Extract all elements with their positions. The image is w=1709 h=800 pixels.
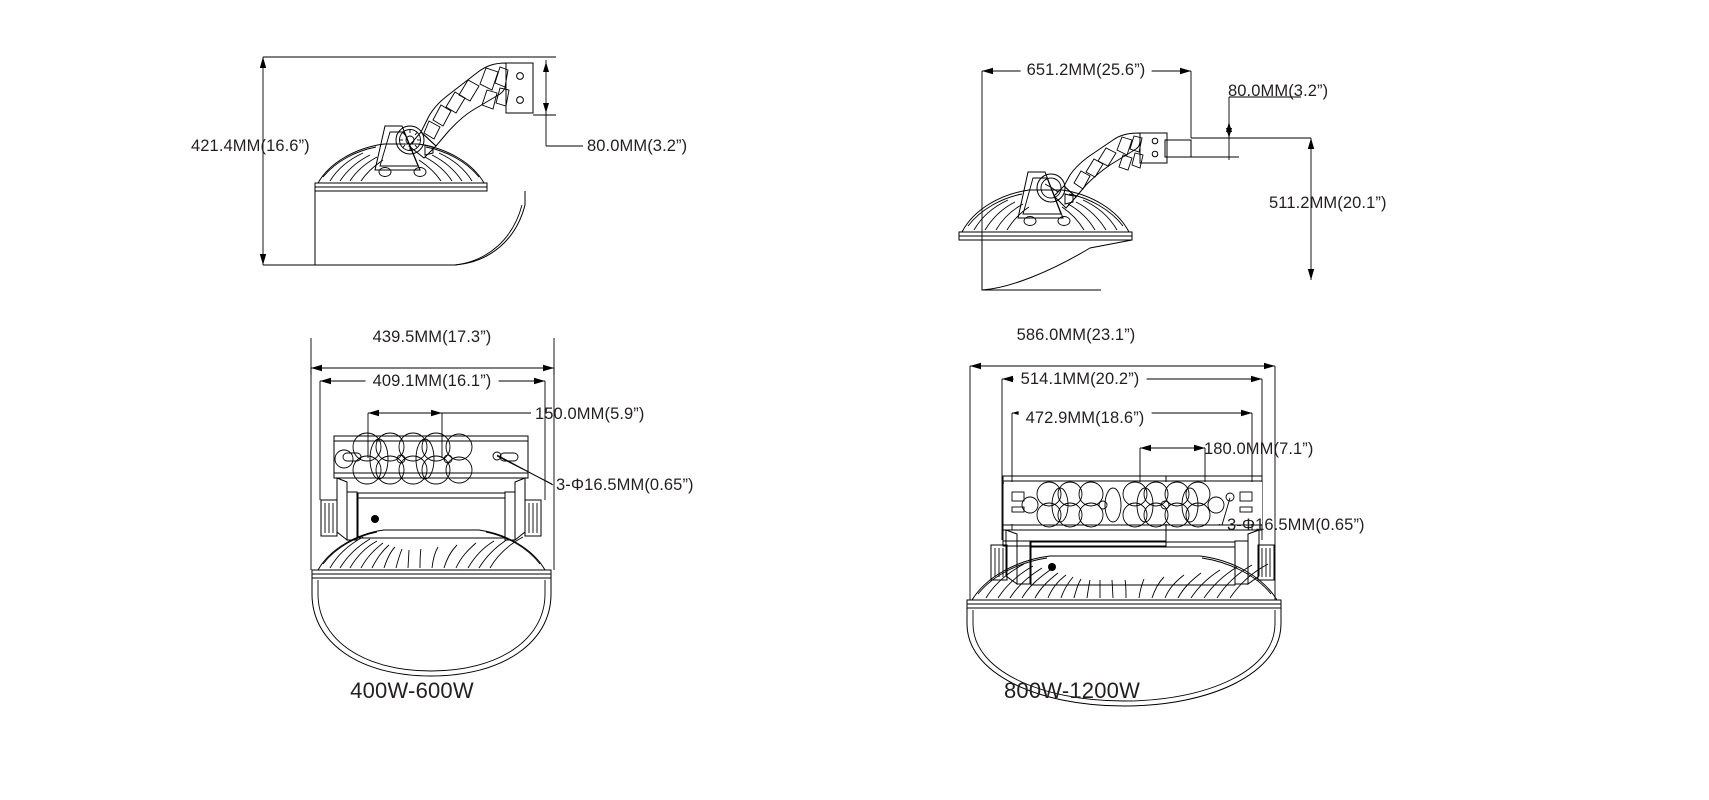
panel-top-right-geometry	[958, 67, 1315, 291]
panel-top-left-geometry	[259, 56, 583, 266]
dim-bottom-right-hole-callout: 3-Φ16.5MM(0.65”)	[1227, 515, 1365, 534]
dim-bottom-right-hole-spacing: 180.0MM(7.1”)	[1204, 439, 1314, 458]
dim-top-left-height: 421.4MM(16.6”)	[191, 136, 310, 155]
dim-top-left-bracket-depth: 80.0MM(3.2”)	[587, 136, 688, 155]
dim-bottom-right-inner-width: 472.9MM(18.6”)	[1018, 410, 1152, 427]
dim-bottom-left-bracket-width: 409.1MM(16.1”)	[365, 373, 499, 390]
dim-bottom-left-hole-spacing: 150.0MM(5.9”)	[535, 404, 645, 423]
dim-top-right-height: 511.2MM(20.1”)	[1269, 193, 1387, 212]
dim-bottom-left-width: 439.5MM(17.3”)	[365, 329, 499, 346]
dim-top-right-length: 651.2MM(25.6”)	[1020, 62, 1152, 79]
dim-top-right-bracket-depth: 80.0MM(3.2”)	[1228, 82, 1329, 100]
dim-bottom-right-bracket-width: 514.1MM(20.2”)	[1013, 371, 1147, 388]
dim-bottom-right-width: 586.0MM(23.1”)	[1009, 327, 1143, 344]
dim-bottom-left-hole-callout: 3-Φ16.5MM(0.65”)	[556, 475, 694, 494]
panel-bottom-right-geometry	[966, 362, 1282, 707]
caption-right-model: 800W-1200W	[1003, 678, 1141, 703]
caption-left-model: 400W-600W	[350, 678, 474, 703]
